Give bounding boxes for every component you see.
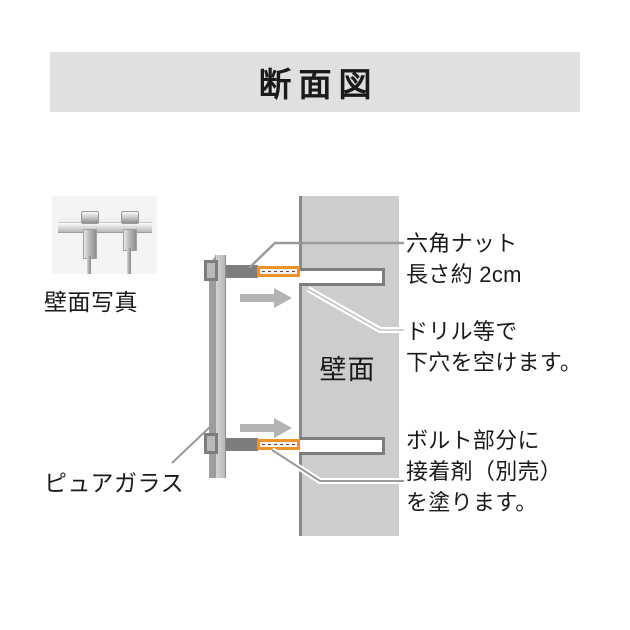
bolt-threads-bottom [262, 444, 295, 445]
pilot-hole-top [299, 268, 385, 286]
callout-drill: ドリル等で 下穴を空けます。 [406, 319, 583, 375]
glass-panel [215, 255, 226, 478]
photo-bolt-shaft-right [127, 248, 131, 274]
insertion-arrow-top [240, 288, 292, 308]
bolt-cap-bottom [204, 433, 218, 454]
page-title: 断面図 [258, 66, 379, 103]
callout-adhesive: ボルト部分に 接着剤（別売） を塗ります。 [406, 428, 563, 515]
wall-label: 壁面 [319, 355, 376, 385]
glass-panel-edge [209, 255, 217, 478]
arrow-shaft [240, 424, 276, 432]
photo-hex-nut-right [121, 211, 139, 224]
arrow-head [274, 418, 292, 438]
wall-hardware-photo [52, 196, 157, 274]
photo-bolt-body-left [83, 229, 97, 259]
title-band [50, 52, 580, 112]
bolt-shaft-top [257, 266, 300, 277]
arrow-head [274, 288, 292, 308]
photo-caption: 壁面写真 [44, 289, 138, 315]
hex-nut-top [226, 265, 258, 278]
hex-nut-bottom [226, 438, 258, 451]
photo-rail [58, 222, 152, 233]
photo-hex-nut-left [81, 211, 99, 224]
bolt-cap-top [204, 260, 218, 281]
callout-hex-nut: 六角ナット 長さ約 2cm [406, 231, 522, 287]
pilot-hole-bottom [299, 437, 385, 455]
glass-caption: ピュアガラス [44, 470, 185, 496]
insertion-arrow-bottom [240, 418, 292, 438]
bolt-shaft-bottom [257, 439, 300, 450]
arrow-shaft [240, 294, 276, 302]
bolt-threads-top [262, 271, 295, 272]
photo-bolt-shaft-left [87, 256, 91, 274]
